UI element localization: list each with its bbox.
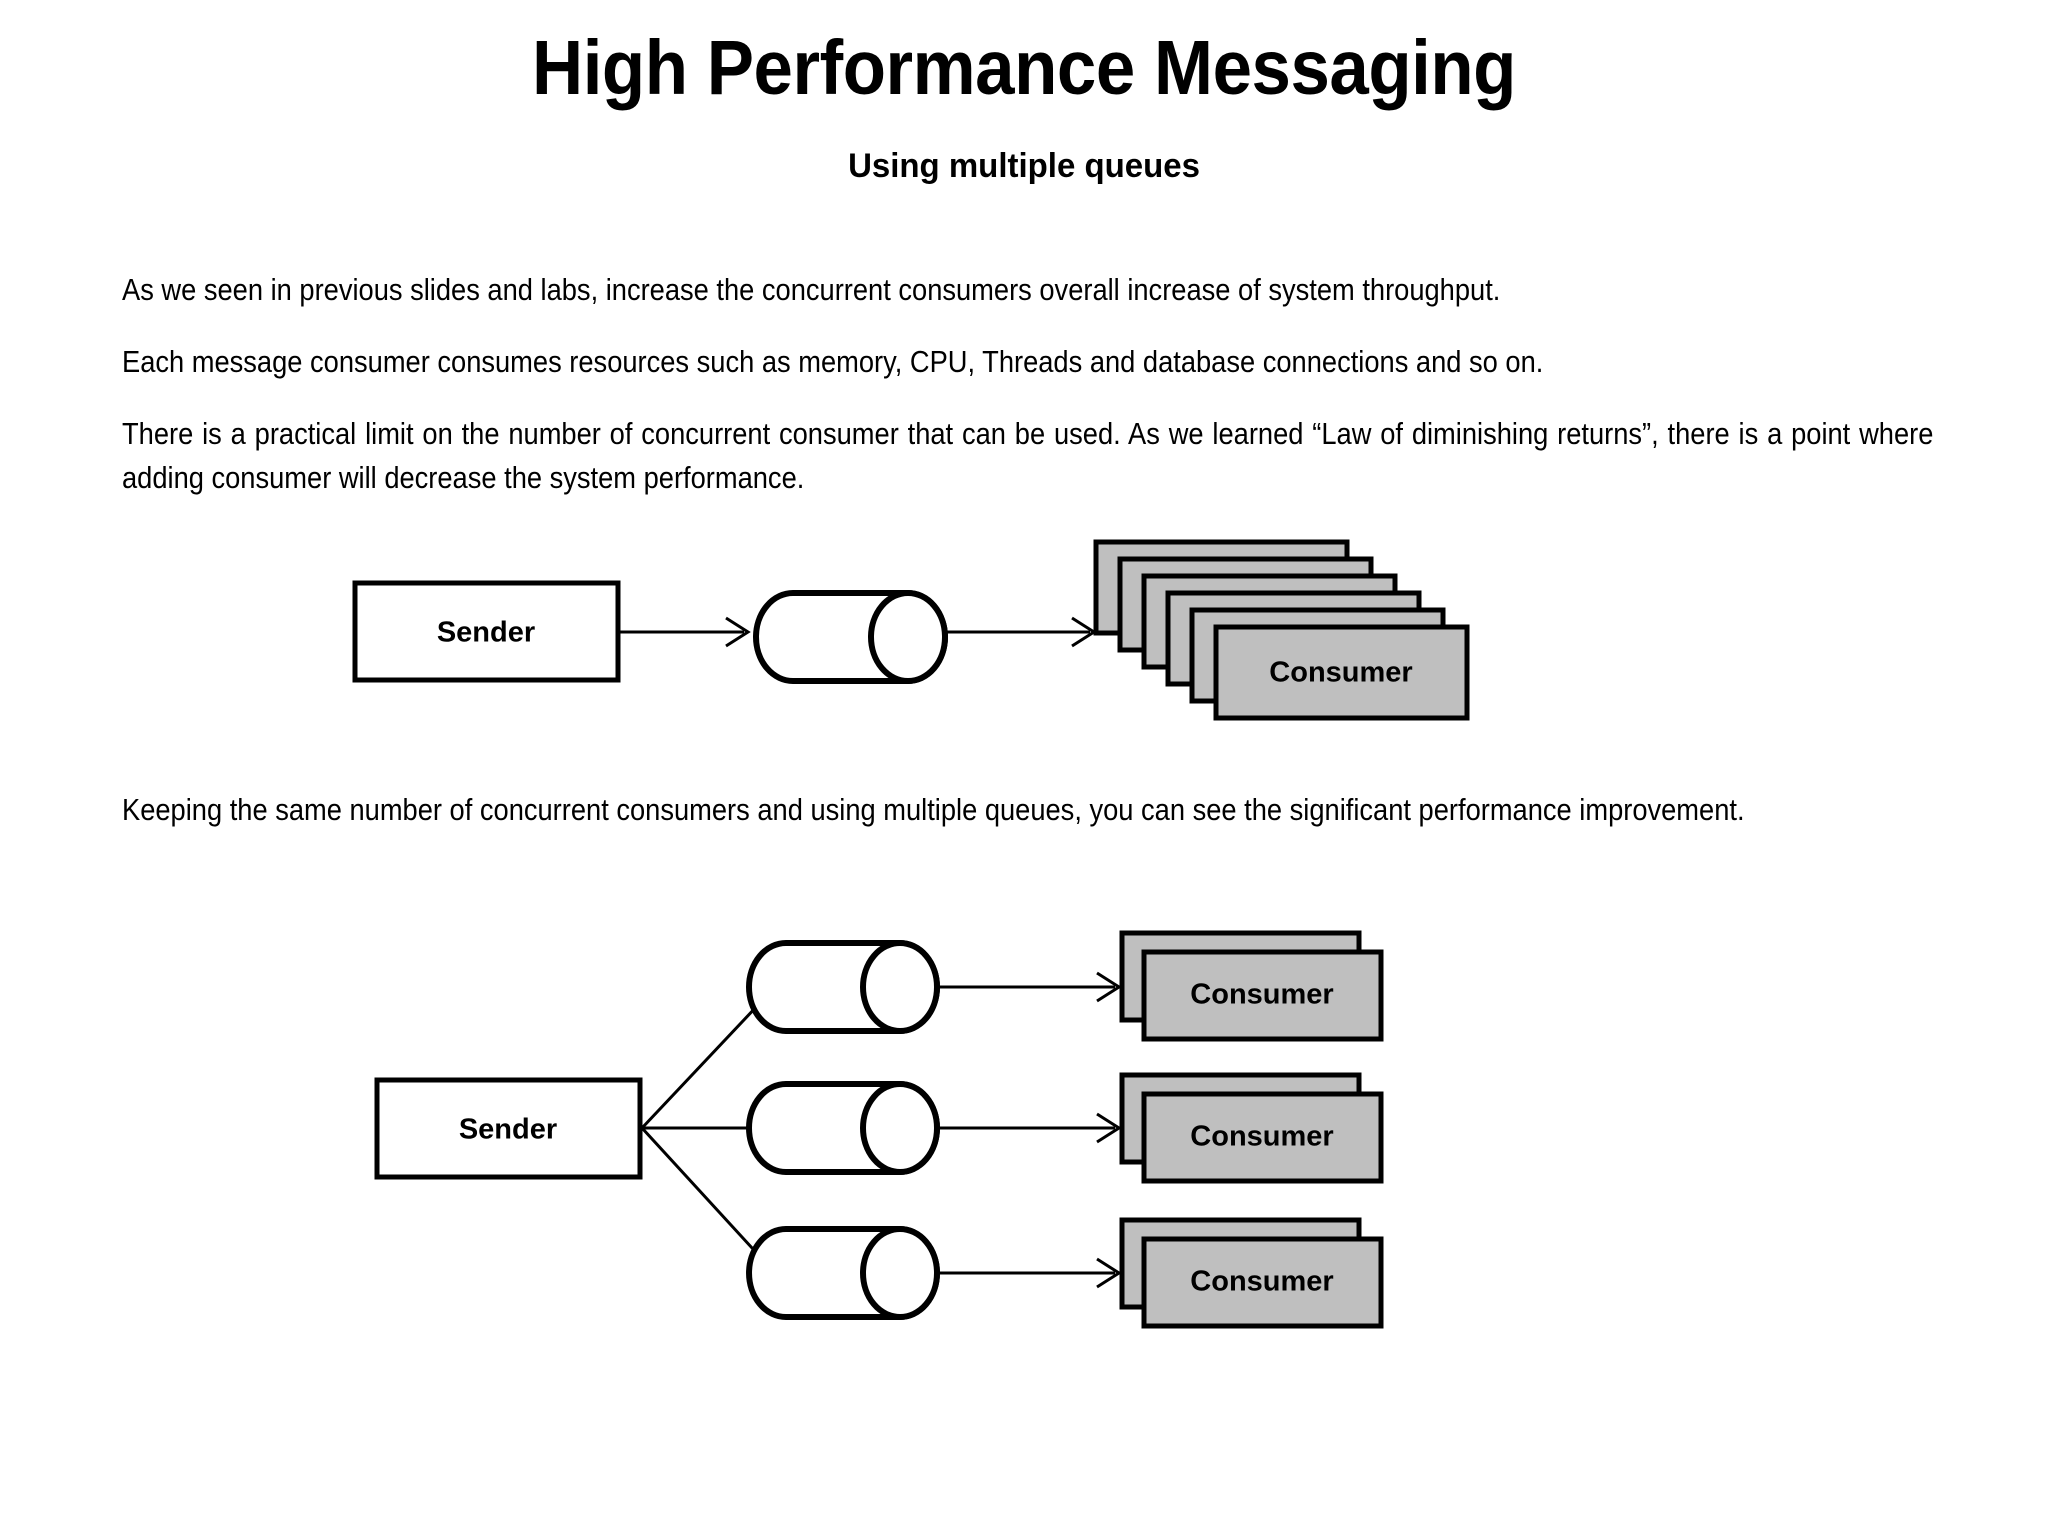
paragraph-4: Keeping the same number of concurrent co… bbox=[122, 792, 1745, 827]
page-title: High Performance Messaging bbox=[532, 25, 1516, 111]
consumer-stack-2: Consumer bbox=[1119, 1072, 1384, 1184]
consumer-front-box bbox=[1141, 1091, 1384, 1184]
queue-node-2 bbox=[746, 1081, 940, 1175]
consumer-stack-1: Consumer bbox=[1119, 930, 1384, 1042]
queue-cylinder-cap bbox=[868, 590, 948, 684]
queue-cylinder-cap bbox=[860, 1226, 940, 1320]
queue-cylinder-cap bbox=[860, 1081, 940, 1175]
queue-node-3 bbox=[746, 1226, 940, 1320]
consumer-front-box bbox=[1141, 949, 1384, 1042]
consumer-label: Consumer bbox=[1190, 1121, 1333, 1153]
arrow-queue-2-to-consumer-2 bbox=[937, 1112, 1122, 1144]
multi-queue-diagram: Sender Consumer bbox=[355, 895, 1455, 1395]
consumer-stack: Consumer bbox=[1093, 539, 1470, 721]
sender-label: Sender bbox=[437, 617, 535, 649]
paragraph-3: There is a practical limit on the number… bbox=[122, 416, 1934, 496]
arrow-queue-to-consumer bbox=[945, 616, 1097, 648]
queue-cylinder-cap bbox=[860, 940, 940, 1034]
sender-box bbox=[374, 1077, 643, 1180]
sender-node: Sender bbox=[352, 580, 621, 683]
paragraph-2: Each message consumer consumes resources… bbox=[122, 344, 1544, 380]
sender-node: Sender bbox=[374, 1077, 643, 1180]
arrow-queue-1-to-consumer-1 bbox=[937, 971, 1122, 1003]
consumer-front-box bbox=[1141, 1236, 1384, 1329]
consumer-label: Consumer bbox=[1190, 1266, 1333, 1298]
arrow-queue-3-to-consumer-3 bbox=[937, 1257, 1122, 1289]
intro-text-block: As we seen in previous slides and labs, … bbox=[122, 268, 1934, 528]
paragraph-1: As we seen in previous slides and labs, … bbox=[122, 272, 1501, 307]
sender-box bbox=[352, 580, 621, 683]
consumer-front-box bbox=[1213, 624, 1470, 721]
consumer-stack-3: Consumer bbox=[1119, 1217, 1384, 1329]
consumer-label: Consumer bbox=[1190, 979, 1333, 1011]
queue-node bbox=[753, 590, 948, 684]
page-subtitle: Using multiple queues bbox=[848, 146, 1200, 185]
multiqueue-text-block: Keeping the same number of concurrent co… bbox=[122, 788, 1934, 860]
sender-label: Sender bbox=[459, 1114, 557, 1146]
consumer-label: Consumer bbox=[1269, 657, 1412, 689]
queue-node-1 bbox=[746, 940, 940, 1034]
single-queue-diagram: Sender Consumer bbox=[330, 535, 1510, 765]
arrow-sender-to-queue bbox=[620, 616, 751, 648]
